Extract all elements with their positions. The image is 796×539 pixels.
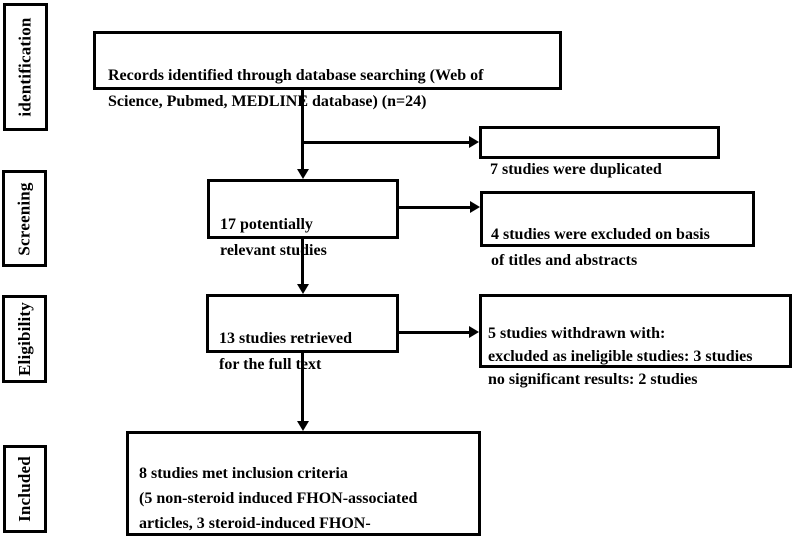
stage-box-identification: identification [3,3,48,131]
box-excluded-titles-abstracts-text: 4 studies were excluded on basis of titl… [491,226,710,269]
stage-box-included: Included [3,445,47,533]
box-potentially-relevant-text: 17 potentially relevant studies [220,216,327,259]
connector-branch-to-duplicated-line [302,141,470,144]
connector-fulltext-to-included-arrowhead-icon [297,421,309,431]
box-fulltext-retrieved: 13 studies retrieved for the full text [206,294,399,373]
connector-records-to-relevant-arrowhead-icon [297,169,309,179]
stage-label-identification: identification [15,17,35,117]
box-withdrawn-studies-text: 5 studies withdrawn with: excluded as in… [488,325,753,388]
connector-branch-to-duplicated-arrowhead-icon [469,136,479,148]
connector-relevant-to-fulltext-line [301,239,304,285]
stage-box-screening: Screening [2,170,47,267]
connector-relevant-to-excluded-line [399,206,471,209]
connector-fulltext-to-withdrawn-arrowhead-icon [469,326,479,338]
connector-relevant-to-excluded-arrowhead-icon [470,201,480,213]
box-fulltext-retrieved-text: 13 studies retrieved for the full text [219,330,353,373]
box-met-inclusion-criteria-text: 8 studies met inclusion criteria (5 non-… [139,465,418,532]
box-withdrawn-studies: 5 studies withdrawn with: excluded as in… [479,294,792,388]
box-duplicated-studies-text: 7 studies were duplicated [490,161,662,178]
box-potentially-relevant: 17 potentially relevant studies [207,179,399,259]
connector-relevant-to-fulltext-arrowhead-icon [297,284,309,294]
stage-label-screening: Screening [14,181,34,256]
box-excluded-titles-abstracts: 4 studies were excluded on basis of titl… [480,191,755,269]
connector-fulltext-to-included-line [301,353,304,422]
connector-records-to-relevant-line [301,90,304,171]
stage-label-included: Included [15,456,35,522]
box-met-inclusion-criteria: 8 studies met inclusion criteria (5 non-… [126,431,481,536]
stage-label-eligibility: Eligibility [14,302,34,376]
box-duplicated-studies: 7 studies were duplicated [479,126,720,178]
connector-fulltext-to-withdrawn-line [399,331,470,334]
box-records-identified: Records identified through database sear… [93,31,562,110]
stage-box-eligibility: Eligibility [2,295,47,383]
box-records-identified-text: Records identified through database sear… [108,67,484,110]
